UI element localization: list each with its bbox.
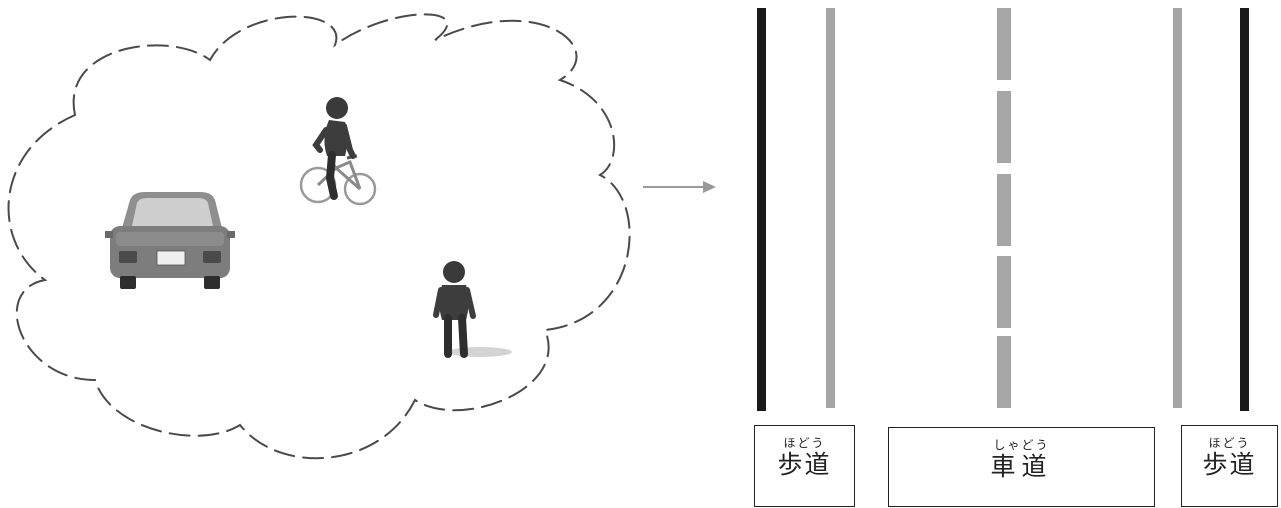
sidewalk-label-left-ruby: ほどう bbox=[783, 436, 826, 450]
right-arrow bbox=[643, 181, 716, 193]
roadway-label: しゃどう 車道 bbox=[888, 427, 1155, 507]
sidewalk-label-right: ほどう 歩道 bbox=[1181, 425, 1278, 507]
car-icon bbox=[105, 192, 235, 289]
sidewalk-edge-line-left bbox=[757, 8, 766, 411]
sidewalk-label-left: ほどう 歩道 bbox=[754, 425, 855, 507]
thought-cloud bbox=[7, 13, 631, 460]
lane-line-right bbox=[1173, 8, 1182, 408]
lane-line-left bbox=[826, 8, 835, 408]
center-dashed-line bbox=[997, 8, 1011, 408]
sidewalk-label-right-text: 歩道 bbox=[1202, 450, 1257, 479]
sidewalk-label-right-ruby: ほどう bbox=[1208, 436, 1251, 450]
roadway-label-ruby: しゃどう bbox=[993, 438, 1050, 452]
sidewalk-label-left-text: 歩道 bbox=[777, 450, 832, 479]
roadway-label-text: 車道 bbox=[990, 452, 1053, 481]
pedestrian-icon bbox=[433, 261, 512, 358]
sidewalk-edge-line-right bbox=[1240, 8, 1249, 411]
cyclist-icon bbox=[299, 97, 377, 206]
